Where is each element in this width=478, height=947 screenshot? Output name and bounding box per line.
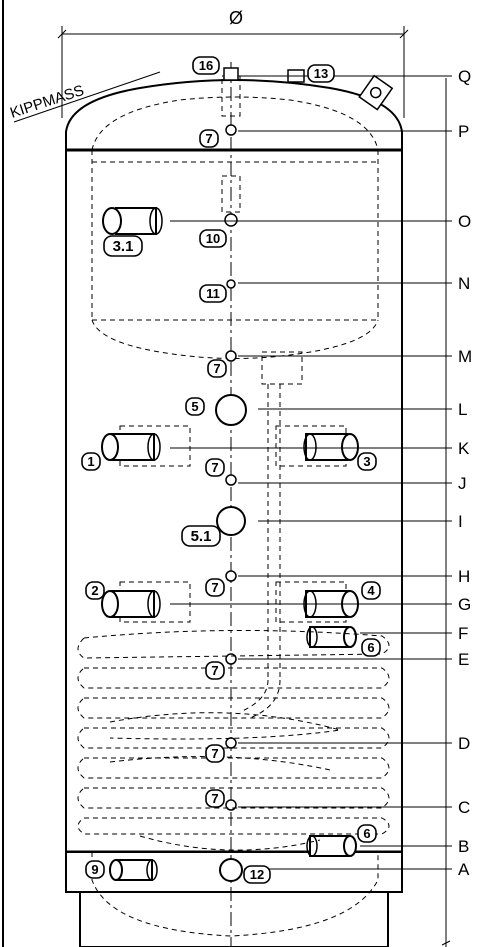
heat-exchanger-coil bbox=[77, 629, 390, 851]
tank-foot bbox=[79, 891, 389, 947]
level-label-a: A bbox=[458, 860, 470, 879]
level-label-m: M bbox=[458, 347, 472, 366]
callout-2: 2 bbox=[91, 583, 98, 598]
level-label-o: O bbox=[458, 212, 471, 231]
anode-flange bbox=[358, 74, 394, 111]
level-label-b: B bbox=[458, 837, 469, 856]
callout-7-m: 7 bbox=[213, 361, 220, 376]
callout-4: 4 bbox=[367, 583, 375, 598]
callout-11: 11 bbox=[206, 286, 220, 301]
level-label-l: L bbox=[458, 400, 467, 419]
diameter-dimension: Ø bbox=[57, 8, 409, 118]
callout-7-j: 7 bbox=[211, 460, 218, 475]
level-label-p: P bbox=[458, 122, 469, 141]
level-label-q: Q bbox=[458, 67, 471, 86]
callout-16: 16 bbox=[199, 58, 213, 73]
callout-6-b: 6 bbox=[363, 826, 370, 841]
center-connections bbox=[215, 124, 247, 882]
level-labels: Q P O N M L K J I H G F E D C B A bbox=[458, 67, 472, 879]
callout-7-top: 7 bbox=[205, 131, 212, 146]
callout-3-1: 3.1 bbox=[113, 238, 134, 255]
level-leaders bbox=[170, 75, 452, 870]
level-label-h: H bbox=[458, 567, 470, 586]
callout-9: 9 bbox=[91, 862, 98, 877]
callout-7-h: 7 bbox=[211, 580, 218, 595]
internal-pipe bbox=[239, 351, 303, 719]
callout-3: 3 bbox=[363, 454, 370, 469]
nozzle-16 bbox=[223, 67, 239, 81]
level-label-d: D bbox=[458, 734, 470, 753]
callout-7-d: 7 bbox=[211, 746, 218, 761]
callout-10: 10 bbox=[206, 231, 220, 246]
callout-6-f: 6 bbox=[367, 640, 374, 655]
callout-13: 13 bbox=[314, 66, 328, 81]
callout-5-1: 5.1 bbox=[191, 528, 212, 545]
callouts: 16 13 7 10 3.1 11 7 5 1 3 7 5.1 7 2 4 6 bbox=[81, 56, 381, 884]
side-nozzles bbox=[101, 207, 359, 881]
level-label-j: J bbox=[458, 474, 467, 493]
diameter-symbol: Ø bbox=[229, 8, 243, 28]
level-label-c: C bbox=[458, 798, 470, 817]
tank-shell bbox=[65, 79, 403, 947]
level-label-g: G bbox=[458, 595, 471, 614]
level-label-e: E bbox=[458, 650, 469, 669]
callout-5: 5 bbox=[191, 399, 198, 414]
level-label-n: N bbox=[458, 274, 470, 293]
level-label-k: K bbox=[458, 439, 470, 458]
level-label-f: F bbox=[458, 624, 468, 643]
level-label-i: I bbox=[458, 512, 463, 531]
callout-7-c: 7 bbox=[211, 791, 218, 806]
callout-1: 1 bbox=[87, 454, 94, 469]
callout-12: 12 bbox=[250, 867, 264, 882]
callout-7-e: 7 bbox=[211, 663, 218, 678]
